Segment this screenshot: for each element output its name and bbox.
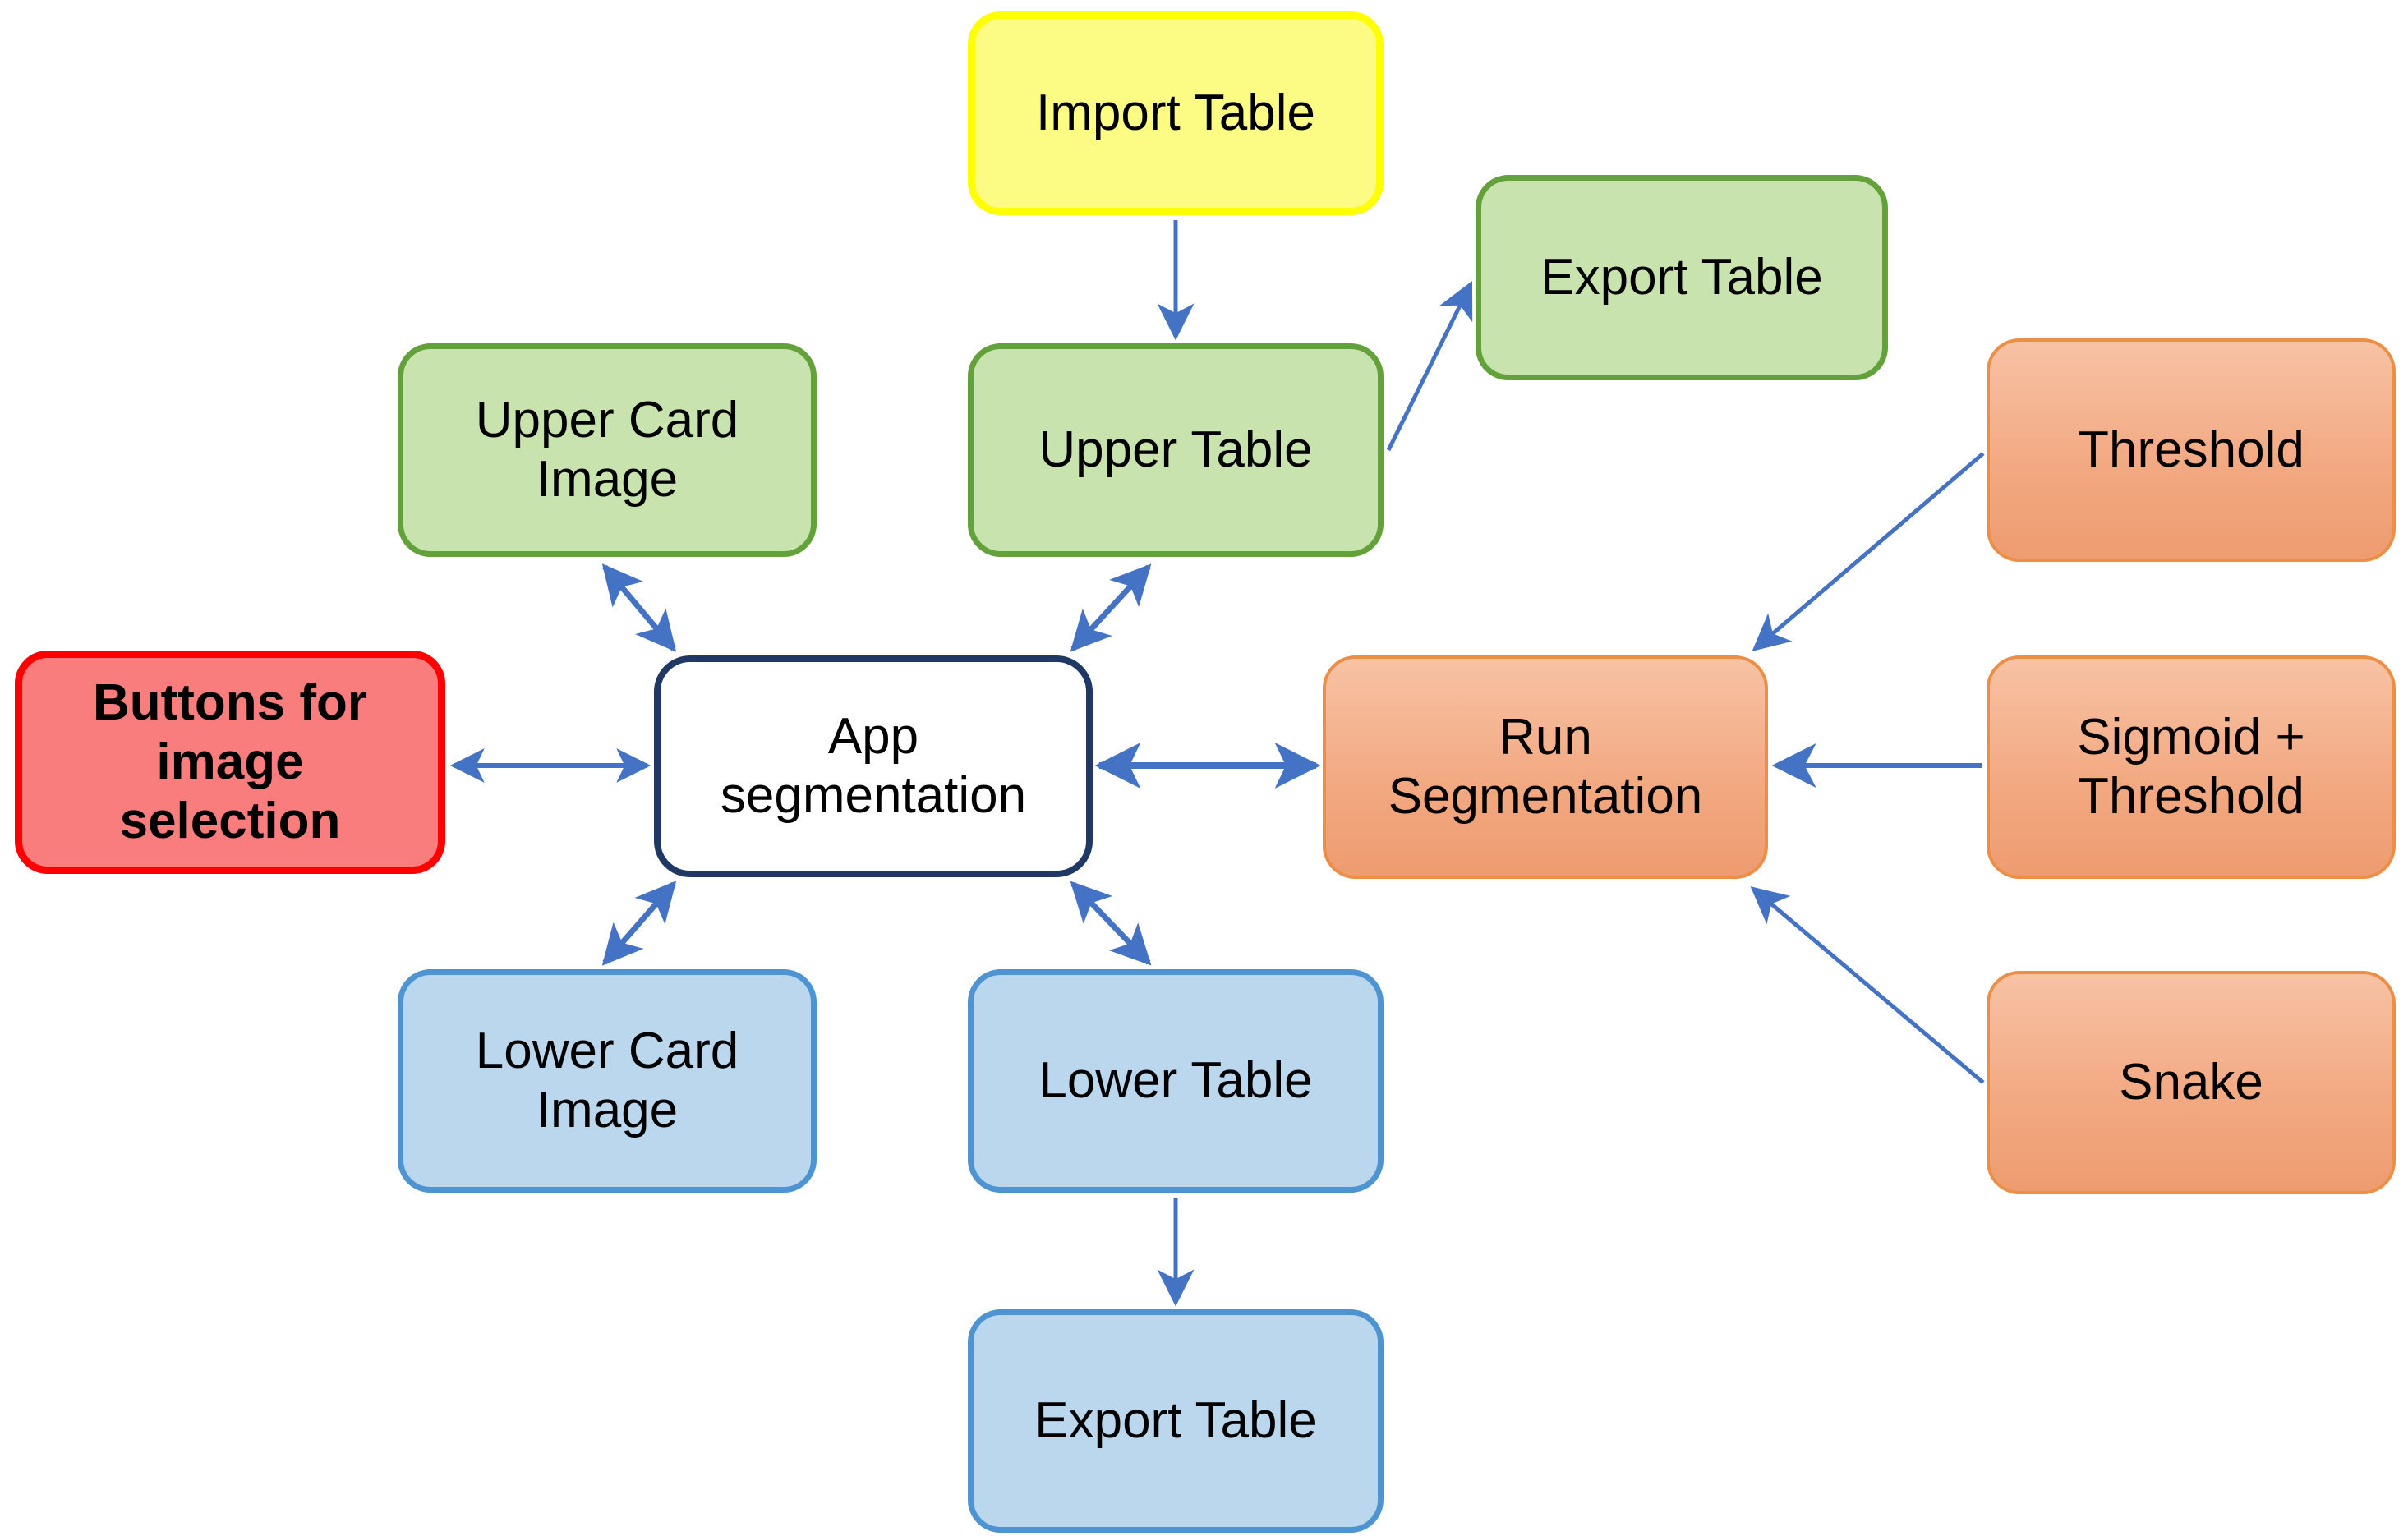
node-sigmoid-threshold[interactable]: Sigmoid + Threshold (1987, 655, 2396, 879)
edge-threshold-to-run-segmentation (1752, 452, 1985, 651)
edge-app-to-upper-card-image (601, 563, 677, 652)
node-lower-table[interactable]: Lower Table (968, 969, 1384, 1193)
edge-app-to-lower-table (1070, 881, 1152, 966)
node-snake[interactable]: Snake (1987, 971, 2396, 1194)
node-upper-table[interactable]: Upper Table (968, 343, 1384, 557)
edge-app-to-lower-card-image (601, 881, 677, 966)
node-export-table-upper[interactable]: Export Table (1476, 175, 1888, 380)
node-export-table-lower[interactable]: Export Table (968, 1309, 1384, 1533)
node-lower-card-image[interactable]: Lower Card Image (398, 969, 817, 1193)
node-import-table[interactable]: Import Table (968, 11, 1384, 215)
node-threshold[interactable]: Threshold (1987, 338, 2396, 562)
node-app-segmentation[interactable]: App segmentation (654, 655, 1093, 877)
edge-upper-table-to-export-table (1386, 280, 1473, 452)
node-buttons-for-image-selection[interactable]: Buttons for image selection (15, 651, 445, 874)
node-upper-card-image[interactable]: Upper Card Image (398, 343, 817, 557)
edge-app-to-upper-table (1070, 563, 1152, 652)
node-run-segmentation[interactable]: Run Segmentation (1323, 655, 1768, 879)
edge-snake-to-run-segmentation (1750, 886, 1985, 1084)
